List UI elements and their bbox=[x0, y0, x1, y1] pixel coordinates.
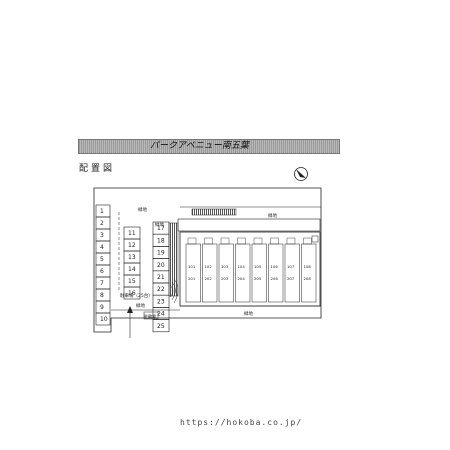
parking-middle-number: 15 bbox=[128, 278, 136, 285]
parking-middle-number: 11 bbox=[128, 230, 136, 237]
unit-number-second-floor: 206 bbox=[271, 276, 279, 281]
parking-left-number: 8 bbox=[100, 292, 104, 299]
parking-left-space bbox=[95, 312, 111, 326]
top-hatch-band bbox=[191, 208, 237, 216]
unit-number-first-floor: 106 bbox=[271, 264, 279, 269]
stair-ramp bbox=[168, 222, 179, 297]
unit-number-second-floor: 207 bbox=[287, 276, 295, 281]
unit-number-first-floor: 108 bbox=[304, 264, 312, 269]
parking-right-number: 24 bbox=[157, 311, 165, 318]
parking-middle-number: 13 bbox=[128, 254, 136, 261]
parking-right-number: 21 bbox=[157, 274, 165, 281]
unit-number-first-floor: 101 bbox=[188, 264, 196, 269]
parking-right-number: 19 bbox=[157, 250, 165, 257]
apartment-unit bbox=[284, 243, 300, 303]
site-boundary bbox=[93, 187, 322, 333]
parking-right-number: 20 bbox=[157, 262, 165, 269]
walkway bbox=[177, 218, 321, 232]
parking-left-number: 2 bbox=[100, 220, 104, 227]
parking-left-number: 9 bbox=[100, 304, 104, 311]
parking-middle-space bbox=[123, 286, 141, 300]
watermark-url: https://hokoba.co.jp/ bbox=[180, 418, 303, 427]
unit-number-second-floor: 202 bbox=[205, 276, 213, 281]
parking-right-number: 25 bbox=[157, 323, 165, 330]
parking-right-number: 17 bbox=[157, 225, 165, 232]
unit-number-first-floor: 104 bbox=[238, 264, 246, 269]
small-box bbox=[311, 235, 319, 243]
parking-capacity-label: 駐車場（25台） bbox=[120, 292, 153, 299]
apartment-unit bbox=[218, 243, 234, 303]
parking-middle-number: 14 bbox=[128, 266, 136, 273]
parking-left-number: 3 bbox=[100, 232, 104, 239]
unit-number-second-floor: 208 bbox=[304, 276, 312, 281]
apartment-unit bbox=[202, 243, 218, 303]
bicycle-parking-label: 駐輪場 bbox=[144, 313, 156, 319]
unit-balcony bbox=[253, 237, 263, 245]
unit-balcony bbox=[237, 237, 246, 245]
parking-right-space bbox=[152, 319, 170, 333]
bicycle-area bbox=[143, 311, 159, 320]
unit-number-second-floor: 201 bbox=[188, 276, 196, 281]
parking-middle-number: 12 bbox=[128, 242, 136, 249]
property-title: パークアベニュー南五葉 bbox=[150, 141, 249, 151]
unit-number-first-floor: 103 bbox=[221, 264, 229, 269]
parking-left-number: 10 bbox=[100, 316, 108, 323]
unit-balcony bbox=[286, 237, 296, 245]
parking-left-number: 4 bbox=[100, 244, 104, 251]
unit-balcony bbox=[303, 237, 312, 245]
unit-number-second-floor: 203 bbox=[221, 276, 229, 281]
north-arrow-icon bbox=[294, 167, 308, 181]
entrance-arrowhead bbox=[127, 306, 133, 313]
parking-right-number: 22 bbox=[157, 286, 165, 293]
parking-left-number: 1 bbox=[100, 208, 104, 215]
parking-left-number: 5 bbox=[100, 256, 104, 263]
parking-left-number: 6 bbox=[100, 268, 104, 275]
unit-balcony bbox=[220, 237, 230, 245]
layout-heading: 配置図 bbox=[79, 164, 116, 174]
road-label-left: 緑地 bbox=[136, 302, 145, 309]
unit-number-first-floor: 102 bbox=[205, 264, 213, 269]
road-label-top-right: 緑地 bbox=[268, 212, 277, 219]
unit-balcony bbox=[204, 237, 213, 245]
parking-left-number: 7 bbox=[100, 280, 104, 287]
apartment-unit bbox=[185, 243, 201, 303]
unit-number-second-floor: 205 bbox=[254, 276, 262, 281]
apartment-unit bbox=[301, 243, 317, 303]
apartment-unit bbox=[235, 243, 251, 303]
apartment-unit bbox=[268, 243, 284, 303]
unit-number-second-floor: 204 bbox=[238, 276, 246, 281]
unit-balcony bbox=[187, 237, 197, 245]
road-label-top-left: 緑地 bbox=[138, 206, 147, 213]
curved-ramp bbox=[169, 278, 179, 304]
unit-number-first-floor: 107 bbox=[287, 264, 295, 269]
parking-right-number: 23 bbox=[157, 298, 165, 305]
road-label-bottom: 緑地 bbox=[244, 310, 253, 317]
parking-middle-number: 16 bbox=[128, 290, 136, 297]
unit-balcony bbox=[270, 237, 279, 245]
parking-right-number: 18 bbox=[157, 237, 165, 244]
title-banner bbox=[78, 139, 340, 154]
unit-number-first-floor: 105 bbox=[254, 264, 262, 269]
apartment-unit bbox=[251, 243, 267, 303]
road-label-middle: 緑地 bbox=[155, 221, 164, 228]
